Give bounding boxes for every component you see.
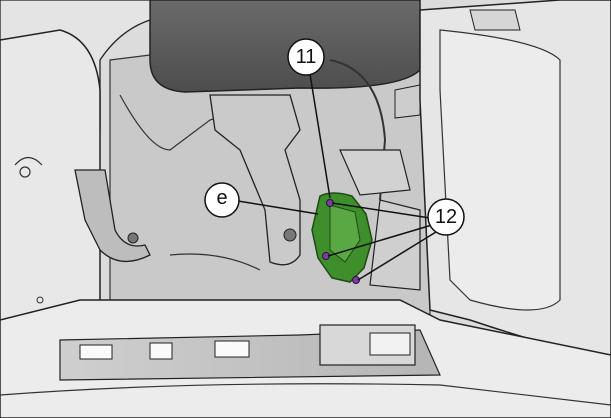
lower-trim-edge [0,383,611,406]
leader-line-12b [327,224,433,257]
callout-e: e [204,182,240,218]
lower-right-bracket [369,199,421,291]
column-housing [149,0,421,93]
left-panel-detail [14,156,43,166]
actuator-face [329,204,361,263]
right-panel-inner [439,29,561,311]
switch-slot-1 [79,344,113,360]
central-bracket [209,94,301,266]
switch-slot-3 [214,340,250,358]
callout-12: 12 [427,198,465,236]
leader-line-11 [309,73,331,199]
left-panel-hole [36,296,44,304]
wire-harness [329,59,387,201]
switch-slot-2 [149,342,173,360]
connector-block [339,149,411,196]
callout-12-label: 12 [435,206,457,228]
lower-harness [169,253,261,271]
callout-11: 11 [287,38,325,76]
callout-e-label: e [216,187,227,209]
connector-plug [369,332,411,356]
callout-11-label: 11 [296,46,317,68]
left-bracket-arm [119,94,241,151]
central-bracket-bolt [283,228,297,242]
leader-line-12a [331,202,431,219]
clip-bracket [394,84,421,119]
left-panel-clip [19,166,31,178]
left-bracket [74,169,151,262]
leader-line-12c [357,231,437,281]
leader-line-e [237,200,319,215]
right-panel-tab [469,9,521,31]
fastener-bottom [352,276,360,284]
left-bracket-bolt [127,232,139,244]
